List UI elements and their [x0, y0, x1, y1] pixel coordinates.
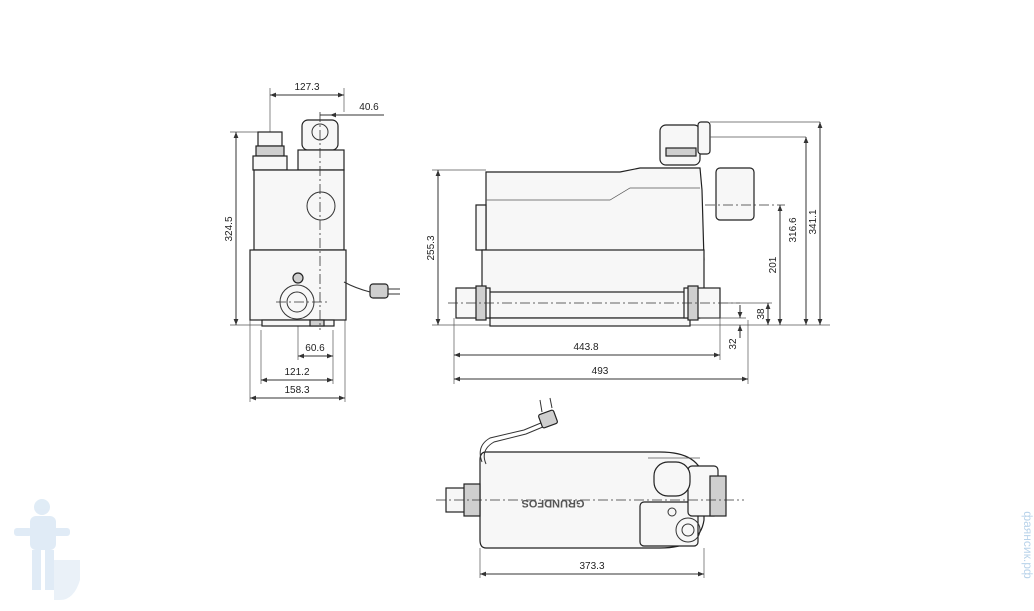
side-view: 255.3 341.1 316.6 201 38 — [426, 121, 830, 384]
dim-side-outlet-height: 316.6 — [788, 217, 799, 242]
dim-side-low-inlet-height: 38 — [756, 308, 767, 320]
dim-front-outlet-offset: 60.6 — [305, 343, 325, 354]
top-view: GRUNDFOS 373.3 — [436, 397, 744, 578]
dim-side-total-length: 493 — [592, 366, 609, 377]
dim-side-body-height: 255.3 — [426, 235, 437, 260]
dim-front-base-total: 158.3 — [284, 385, 309, 396]
dim-front-top-width: 127.3 — [294, 82, 319, 93]
dim-side-base-height: 32 — [728, 338, 739, 350]
dim-side-inner-length: 443.8 — [573, 342, 598, 353]
front-view: 127.3 40.6 324.5 60.6 — [224, 82, 400, 402]
dim-front-top-offset: 40.6 — [359, 102, 379, 113]
watermark-side-text: фаянсик.рф — [1021, 511, 1034, 579]
dim-side-total-height: 341.1 — [808, 209, 819, 234]
dim-side-inlet-height: 201 — [768, 256, 779, 273]
dim-front-height: 324.5 — [224, 216, 235, 241]
dim-top-length: 373.3 — [579, 561, 604, 572]
dim-front-base-inner: 121.2 — [284, 367, 309, 378]
brand-logo: GRUNDFOS — [522, 497, 585, 509]
plumber-mascot-icon — [14, 499, 80, 600]
